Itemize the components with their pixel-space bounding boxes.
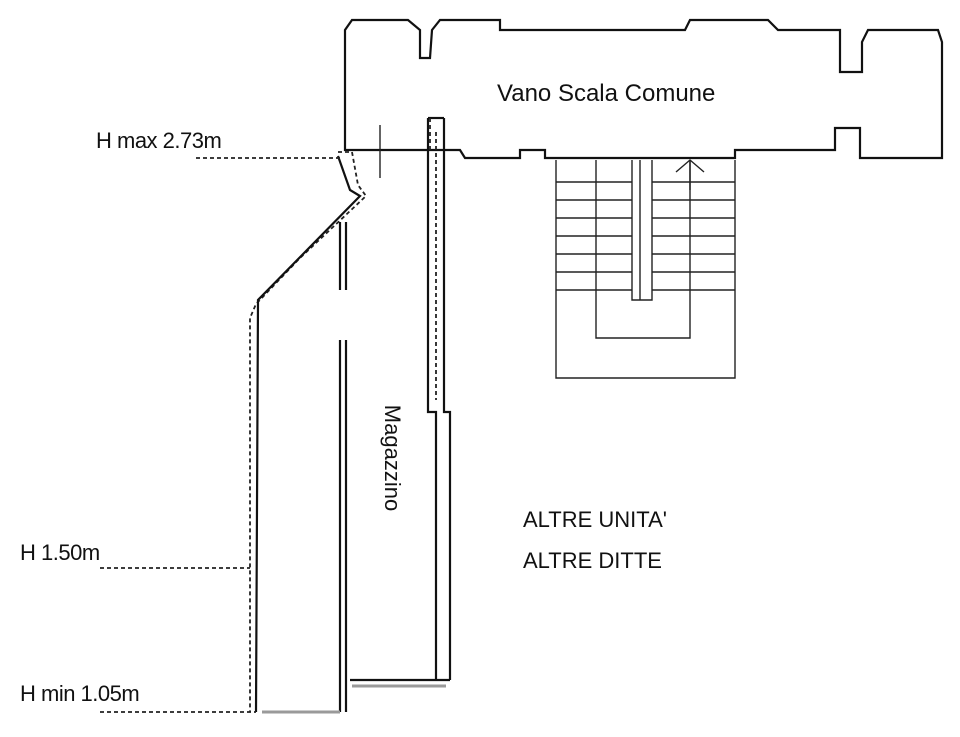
height-min-label: H min 1.05m: [20, 681, 140, 706]
storage-unit-walls: [249, 116, 452, 714]
stairwell-outline: [343, 18, 944, 178]
other-owners-label: ALTRE DITTE: [523, 548, 662, 573]
other-units-label: ALTRE UNITA': [523, 507, 667, 532]
height-mid-label: H 1.50m: [20, 540, 100, 565]
staircase: [555, 159, 736, 379]
stairwell-label: Vano Scala Comune: [497, 80, 716, 107]
storage-label: Magazzino: [380, 404, 405, 512]
height-max-label: H max 2.73m: [96, 128, 222, 153]
height-leader-lines: [100, 157, 342, 713]
